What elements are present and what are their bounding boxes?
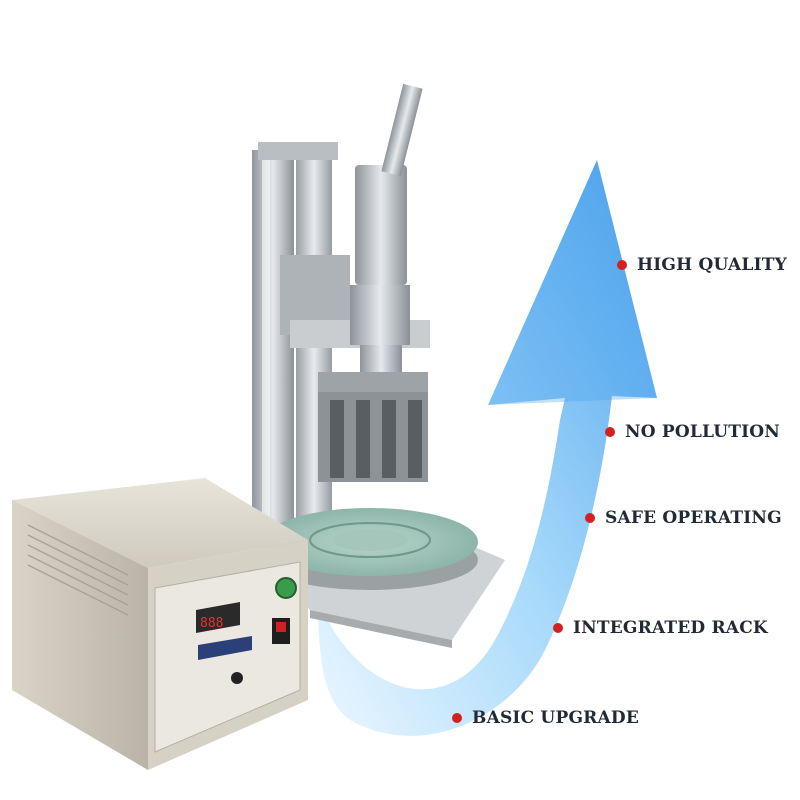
ultrasonic-generator-icon: 888 <box>12 478 308 770</box>
svg-text:888: 888 <box>200 616 223 631</box>
ultrasonic-press-icon <box>240 83 505 648</box>
feature-integrated-rack: INTEGRATED RACK <box>553 618 768 638</box>
bullet-icon <box>605 427 615 437</box>
feature-label: INTEGRATED RACK <box>573 618 768 638</box>
bullet-icon <box>585 513 595 523</box>
bullet-icon <box>452 713 462 723</box>
feature-label: HIGH QUALITY <box>637 255 787 275</box>
feature-safe-operating: SAFE OPERATING <box>585 508 782 528</box>
feature-label: NO POLLUTION <box>625 422 781 442</box>
upward-arrow-graphic <box>318 160 657 736</box>
feature-high-quality: HIGH QUALITY <box>617 255 787 275</box>
feature-no-pollution: NO POLLUTION <box>605 422 780 442</box>
feature-label: SAFE OPERATING <box>605 508 782 528</box>
bullet-icon <box>617 260 627 270</box>
feature-basic-upgrade: BASIC UPGRADE <box>452 708 639 728</box>
bullet-icon <box>553 623 563 633</box>
feature-label: BASIC UPGRADE <box>472 708 639 728</box>
